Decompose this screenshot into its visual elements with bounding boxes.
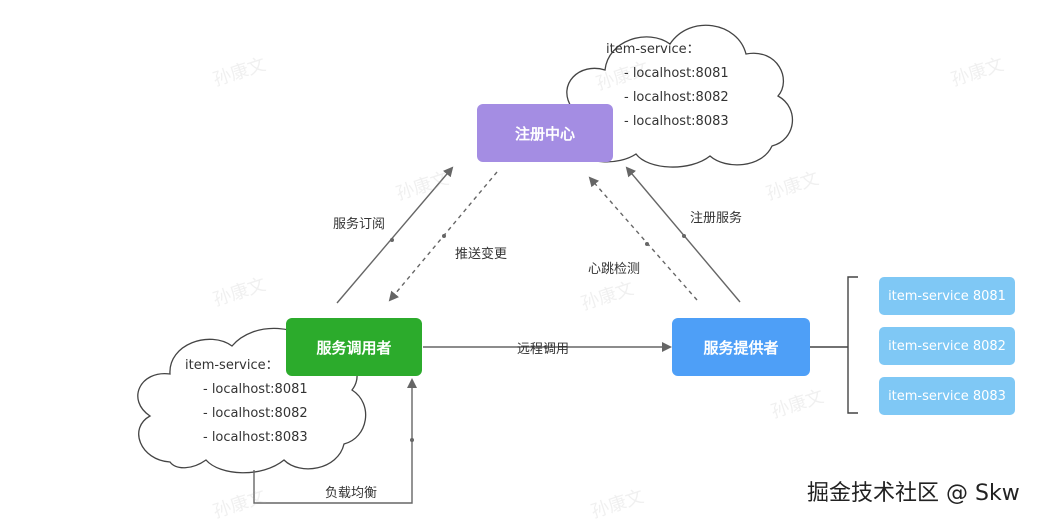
- edge-register-dot: [682, 234, 686, 238]
- label-heartbeat: 心跳检测: [588, 262, 641, 277]
- provider-instance: item-service 8081: [879, 277, 1015, 315]
- consumer-cloud-title: item-service：: [185, 358, 279, 373]
- consumer-cloud-text: item-service： - localhost:8081 - localho…: [185, 354, 308, 450]
- label-register: 注册服务: [690, 211, 743, 226]
- label-subscribe: 服务订阅: [333, 217, 386, 232]
- registry-cloud-entry: - localhost:8083: [624, 114, 729, 129]
- edge-subscribe: [336, 166, 454, 304]
- registry-cloud-title: item-service：: [606, 42, 700, 57]
- provider-node: 服务提供者: [672, 318, 810, 376]
- consumer-cloud-entry: - localhost:8082: [203, 406, 308, 421]
- registry-cloud: [552, 24, 793, 168]
- consumer-cloud-entry: - localhost:8081: [203, 382, 308, 397]
- label-push-change: 推送变更: [455, 247, 508, 262]
- consumer-node: 服务调用者: [286, 318, 422, 376]
- instances-bracket: [847, 276, 858, 414]
- edge-heartbeat: [588, 176, 698, 301]
- credit-text: 掘金技术社区 @ Skw: [807, 481, 1020, 506]
- provider-instance: item-service 8082: [879, 327, 1015, 365]
- provider-instance: item-service 8083: [879, 377, 1015, 415]
- registry-cloud-entry: - localhost:8082: [624, 90, 729, 105]
- label-remote-call: 远程调用: [517, 342, 570, 357]
- edge-push-change-dot: [442, 234, 446, 238]
- edge-subscribe-dot: [390, 238, 394, 242]
- edge-heartbeat-dot: [645, 242, 649, 246]
- registry-cloud-entry: - localhost:8081: [624, 66, 729, 81]
- consumer-cloud-entry: - localhost:8083: [203, 430, 308, 445]
- label-load-balance: 负载均衡: [325, 486, 378, 501]
- edge-remote-call-dot: [544, 345, 548, 349]
- edge-load-balance-dot: [410, 438, 414, 442]
- registry-cloud-text: item-service： - localhost:8081 - localho…: [606, 38, 729, 134]
- registry-node: 注册中心: [477, 104, 613, 162]
